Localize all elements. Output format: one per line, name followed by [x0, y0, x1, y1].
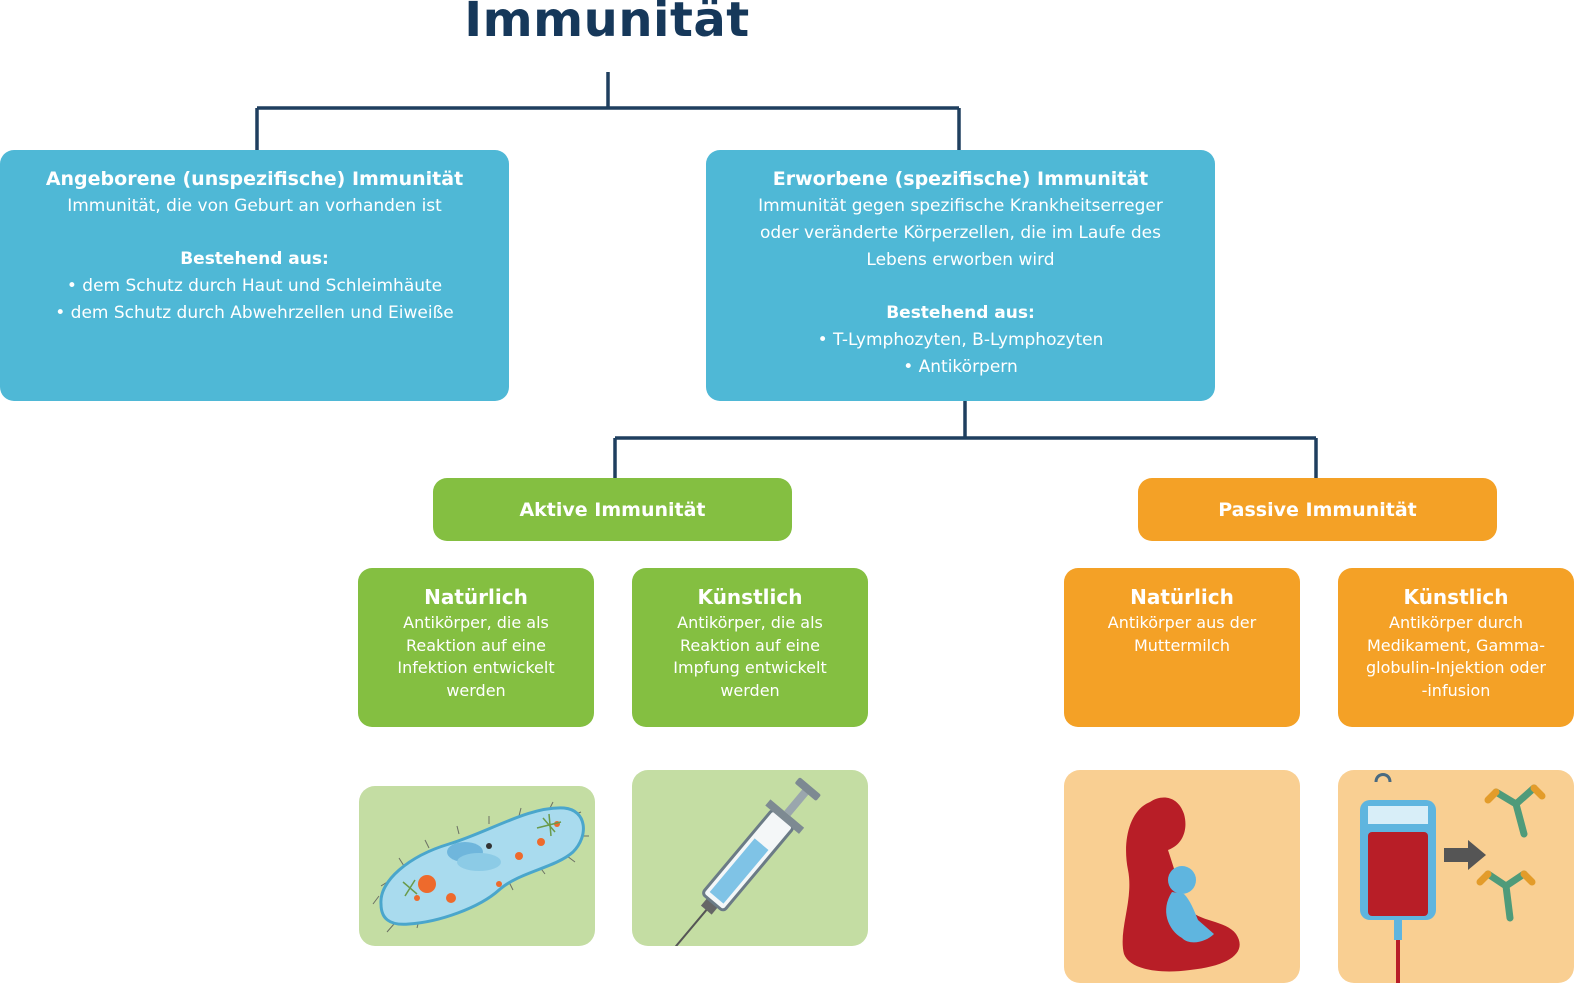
innate-item: • dem Schutz durch Haut und Schleimhäute — [66, 276, 443, 296]
syringe-icon — [665, 777, 821, 946]
innate-immunity-box: Angeborene (unspezifische) Immunität Imm… — [0, 150, 509, 401]
active-natural-line: Antikörper, die als — [403, 613, 549, 632]
acquired-immunity-box: Erworbene (spezifische) Immunität Immuni… — [706, 150, 1215, 401]
active-natural-box: Natürlich Antikörper, die als Reaktion a… — [358, 568, 594, 727]
passive-artificial-box: Künstlich Antikörper durch Medikament, G… — [1338, 568, 1574, 727]
active-artificial-line: Impfung entwickelt — [673, 658, 827, 677]
active-immunity-label: Aktive Immunität — [433, 478, 792, 541]
active-natural-line: Reaktion auf eine — [406, 635, 546, 655]
antibody-icon — [1484, 784, 1546, 838]
passive-natural-heading: Natürlich — [1130, 585, 1234, 609]
syringe-illustration — [632, 770, 868, 946]
passive-artificial-line: -infusion — [1421, 680, 1491, 700]
innate-item: • dem Schutz durch Abwehrzellen und Eiwe… — [55, 303, 454, 323]
passive-natural-line: Muttermilch — [1133, 635, 1231, 655]
active-artificial-line: werden — [720, 680, 780, 700]
acquired-consists-label: Bestehend aus: — [886, 303, 1035, 323]
passive-artificial-line: globulin-Injektion oder — [1365, 658, 1546, 677]
innate-consists-label: Bestehend aus: — [180, 249, 329, 269]
acquired-description-line: Immunität gegen spezifische Krankheitser… — [758, 196, 1163, 216]
diagram-title: Immunität — [464, 0, 750, 48]
paramecium-icon — [372, 801, 589, 933]
acquired-description-line: Lebens erworben wird — [866, 250, 1055, 270]
innate-description: Immunität, die von Geburt an vorhanden i… — [67, 196, 442, 216]
mother-illustration — [1064, 770, 1300, 983]
active-natural-line: Infektion entwickelt — [397, 658, 555, 677]
acquired-description-line: oder veränderte Körperzellen, die im Lau… — [760, 223, 1161, 243]
active-artificial-box: Künstlich Antikörper, die als Reaktion a… — [632, 568, 868, 727]
passive-immunity-label: Passive Immunität — [1138, 478, 1497, 541]
passive-natural-box: Natürlich Antikörper aus der Muttermilch — [1064, 568, 1300, 727]
active-artificial-line: Antikörper, die als — [677, 613, 823, 632]
passive-natural-line: Antikörper aus der — [1107, 613, 1257, 632]
active-natural-line: werden — [446, 680, 506, 700]
paramecium-illustration — [359, 786, 595, 946]
active-natural-heading: Natürlich — [424, 585, 528, 609]
passive-artificial-line: Medikament, Gamma- — [1366, 635, 1545, 655]
acquired-item: • Antikörpern — [903, 357, 1018, 377]
infusion-illustration — [1338, 770, 1574, 983]
infusion-bag-icon — [1360, 773, 1546, 983]
active-artificial-line: Reaktion auf eine — [680, 635, 820, 655]
innate-heading: Angeborene (unspezifische) Immunität — [45, 168, 464, 190]
active-artificial-heading: Künstlich — [697, 585, 803, 609]
passive-artificial-line: Antikörper durch — [1389, 613, 1523, 632]
arrow-icon — [1444, 840, 1486, 870]
acquired-item: • T-Lymphozyten, B-Lymphozyten — [817, 330, 1104, 350]
acquired-heading: Erworbene (spezifische) Immunität — [772, 168, 1149, 190]
breastfeeding-mother-icon — [1122, 797, 1240, 972]
antibody-icon — [1476, 870, 1536, 922]
passive-artificial-heading: Künstlich — [1403, 585, 1509, 609]
